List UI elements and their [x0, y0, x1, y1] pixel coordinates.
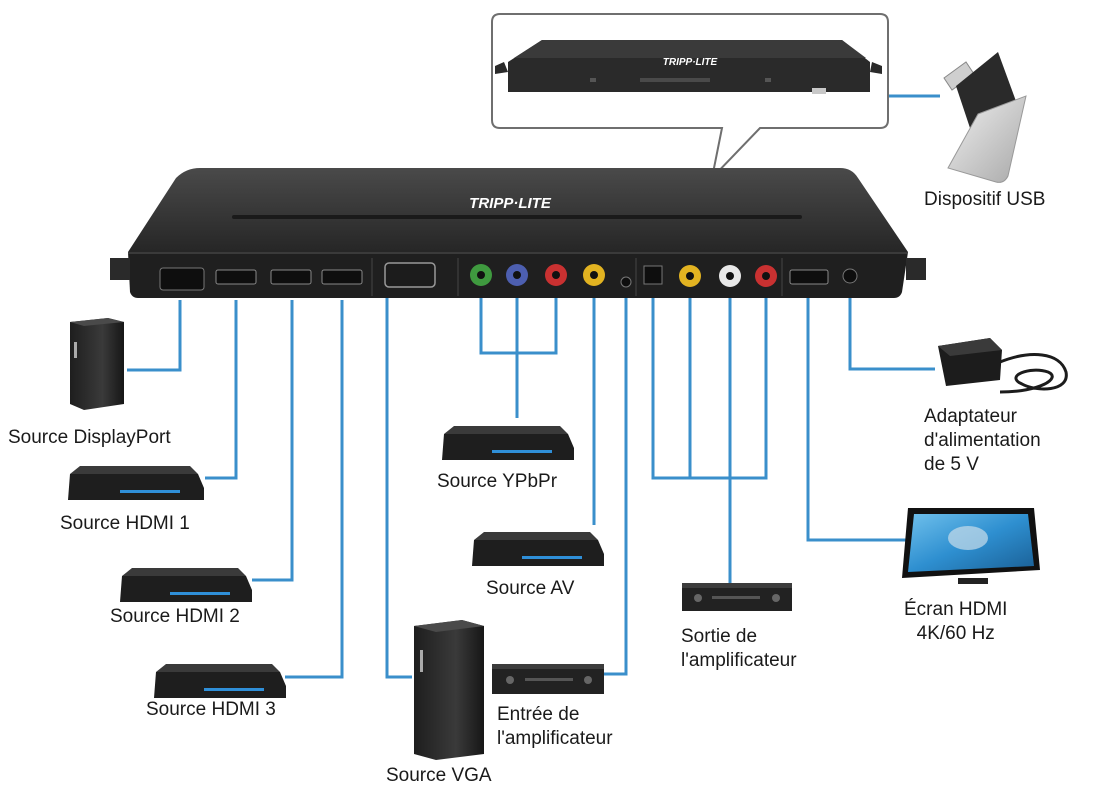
switch-front-ports	[159, 258, 858, 296]
cable-vga	[385, 298, 412, 679]
hdmi2-source-label: Source HDMI 2	[110, 606, 240, 627]
amp-input-label: Entrée de l'amplificateur	[497, 703, 613, 751]
desktop-tower-icon	[414, 620, 484, 760]
amp-input-line1: Entrée de	[497, 704, 580, 725]
rear-view-callout: TRIPP·LITE	[491, 13, 889, 182]
amp-output-line2: l'amplificateur	[681, 650, 797, 671]
usb-flash-drive-icon	[943, 52, 1027, 183]
switch-brand-logo: TRIPP·LITE	[469, 195, 552, 212]
displayport-source-label: Source DisplayPort	[8, 427, 171, 448]
power-adapter-line2: d'alimentation	[924, 430, 1041, 451]
cable-hdmi-out	[806, 292, 910, 542]
cable-amp-in	[604, 290, 628, 676]
amp-input-line2: l'amplificateur	[497, 728, 613, 749]
media-player-icon	[442, 426, 574, 460]
amplifier-icon	[492, 664, 604, 694]
rear-brand-logo: TRIPP·LITE	[663, 57, 718, 68]
av-source-label: Source AV	[486, 578, 575, 599]
video-switcher-icon: TRIPP·LITE	[110, 168, 926, 298]
hdmi-display-label: Écran HDMI 4K/60 Hz	[904, 598, 1007, 646]
cable-hdmi1	[205, 300, 238, 480]
power-adapter-line3: de 5 V	[924, 454, 979, 475]
hdmi-tv-icon	[902, 508, 1040, 584]
vga-source-label: Source VGA	[386, 765, 492, 786]
cable-displayport	[127, 300, 182, 372]
media-player-icon	[154, 664, 286, 698]
media-player-icon	[68, 466, 204, 500]
power-adapter-label: Adaptateur d'alimentation de 5 V	[924, 405, 1041, 477]
cable-hdmi3	[285, 300, 344, 679]
cable-power	[848, 292, 935, 371]
media-player-icon	[472, 532, 604, 566]
hdmi-display-line1: Écran HDMI	[904, 599, 1008, 620]
hdmi1-source-label: Source HDMI 1	[60, 513, 190, 534]
cable-hdmi2	[252, 300, 294, 582]
desktop-tower-icon	[70, 318, 124, 410]
amplifier-icon	[682, 583, 792, 611]
media-player-icon	[120, 568, 252, 602]
amp-output-label: Sortie de l'amplificateur	[681, 625, 797, 673]
usb-device-label: Dispositif USB	[924, 189, 1046, 210]
power-adapter-line1: Adaptateur	[924, 406, 1017, 427]
power-adapter-icon	[938, 338, 1068, 394]
ypbpr-source-label: Source YPbPr	[437, 471, 558, 492]
hdmi3-source-label: Source HDMI 3	[146, 699, 276, 720]
cable-amp-out	[651, 290, 768, 480]
cables	[127, 94, 940, 679]
hdmi-display-line2: 4K/60 Hz	[916, 623, 995, 644]
amp-output-line1: Sortie de	[681, 626, 758, 647]
